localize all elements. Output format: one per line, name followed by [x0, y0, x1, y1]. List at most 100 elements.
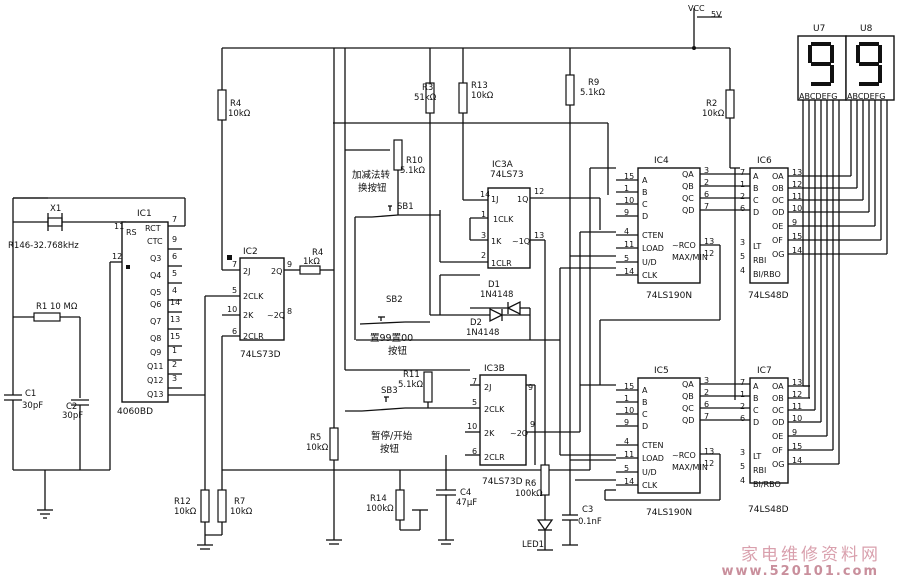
svg-text:3: 3: [481, 231, 486, 240]
bottom-components: R14 100kΩ C4 47μF R6 100kΩ LED1 C3 0.1nF: [366, 455, 602, 551]
svg-text:SB2: SB2: [386, 295, 403, 305]
svg-text:IC3B: IC3B: [484, 364, 505, 374]
svg-text:8: 8: [287, 307, 292, 316]
svg-text:Q7: Q7: [150, 317, 161, 326]
svg-text:74LS190N: 74LS190N: [646, 508, 692, 518]
ic6-pinnum: 5: [740, 252, 745, 261]
ic6-pin-A: A: [753, 172, 759, 181]
svg-text:1CLK: 1CLK: [493, 215, 514, 224]
crystal-ref: X1: [50, 204, 61, 214]
ic6-pinnum: 10: [792, 204, 802, 213]
svg-text:5: 5: [232, 286, 237, 295]
top-resistors: R3 51kΩ R13 10kΩ R9 5.1kΩ R2 10kΩ: [333, 74, 735, 515]
ic4-pinnum: 6: [704, 190, 709, 199]
ic7-pinnum: 6: [740, 414, 745, 423]
ic7-pin-B: B: [753, 394, 759, 403]
svg-text:按钮: 按钮: [388, 345, 408, 357]
ic4-pinnum: 13: [704, 237, 714, 246]
svg-text:R1: R1: [36, 302, 47, 312]
svg-text:置99置00: 置99置00: [370, 333, 413, 344]
svg-text:CTC: CTC: [147, 237, 163, 246]
svg-text:R7: R7: [234, 497, 245, 507]
svg-text:R14: R14: [370, 494, 387, 504]
svg-text:1K: 1K: [491, 237, 502, 246]
ic5-pinnum: 5: [624, 464, 629, 473]
svg-text:12: 12: [112, 252, 122, 261]
svg-text:10kΩ: 10kΩ: [306, 443, 329, 453]
svg-text:4060BD: 4060BD: [117, 407, 153, 417]
ic7-pinnum: 10: [792, 414, 802, 423]
ic4-74ls190n: IC4 74LS190N: [637, 156, 701, 301]
svg-text:51kΩ: 51kΩ: [414, 93, 437, 103]
svg-text:14: 14: [480, 190, 490, 199]
ic7-pin-OG: OG: [772, 460, 785, 469]
svg-text:Q3: Q3: [150, 254, 161, 263]
ic7-pin-OC: OC: [772, 406, 784, 415]
power-rail: VCC 5V: [221, 4, 731, 540]
ic6-pin-LT: LT: [753, 242, 761, 251]
svg-text:R10: R10: [406, 156, 423, 166]
svg-text:D1: D1: [488, 280, 500, 290]
svg-text:1: 1: [481, 210, 486, 219]
ic4-pinnum: 14: [624, 267, 634, 276]
svg-text:5.1kΩ: 5.1kΩ: [398, 380, 423, 390]
ic5-pinnum: 9: [624, 418, 629, 427]
ic7-pinnum: 9: [792, 428, 797, 437]
ic4-pin-U/D: U/D: [642, 258, 657, 267]
digit-u7: [808, 42, 834, 86]
svg-text:RS: RS: [126, 228, 137, 237]
ic4-pinnum: 15: [624, 172, 634, 181]
ic5-pin-QA: QA: [682, 380, 694, 389]
watermark-cn: 家电维修资料网: [741, 545, 881, 565]
svg-text:2J: 2J: [484, 383, 491, 392]
svg-text:D2: D2: [470, 318, 482, 328]
ic7-pinnum: 2: [740, 402, 745, 411]
svg-text:15: 15: [170, 332, 180, 341]
ic6-pin-OC: OC: [772, 196, 784, 205]
svg-text:IC7: IC7: [757, 366, 772, 376]
ic4-pinnum: 5: [624, 254, 629, 263]
svg-text:9: 9: [287, 260, 292, 269]
svg-text:Q13: Q13: [147, 390, 163, 399]
ic4-pin-C: C: [642, 200, 648, 209]
ic6-pin-OD: OD: [772, 208, 784, 217]
svg-text:2K: 2K: [484, 429, 495, 438]
ic6-pinnum: 1: [740, 180, 745, 189]
ic5-pin-LOAD: LOAD: [642, 454, 664, 463]
ic5-pinnum: 6: [704, 400, 709, 409]
ic5-pin-CLK: CLK: [642, 481, 658, 490]
buttons: 加减法转 换按钮 R10 5.1kΩ SB1 SB2 置99置00 按钮 R11…: [345, 139, 470, 455]
svg-text:11: 11: [114, 222, 124, 231]
ic5-pin-B: B: [642, 398, 648, 407]
ic4-pin-LOAD: LOAD: [642, 244, 664, 253]
svg-text:6: 6: [472, 447, 477, 456]
vcc-label: VCC: [688, 4, 705, 13]
ic5-pinnum: 3: [704, 376, 709, 385]
ic6-pin-OB: OB: [772, 184, 784, 193]
ic5-pin-D: D: [642, 422, 648, 431]
ic7-pin-D: D: [753, 418, 759, 427]
vcc-voltage: 5V: [711, 10, 722, 19]
svg-text:IC4: IC4: [654, 156, 669, 166]
ic4-pin-QB: QB: [682, 182, 694, 191]
svg-text:9: 9: [528, 383, 533, 392]
svg-text:~1Q: ~1Q: [512, 237, 530, 246]
ic5-pin-QC: QC: [682, 404, 694, 413]
ic6-pinnum: 2: [740, 192, 745, 201]
svg-text:74LS190N: 74LS190N: [646, 291, 692, 301]
svg-text:0.1nF: 0.1nF: [578, 517, 602, 527]
svg-text:ABCDEFG: ABCDEFG: [847, 92, 885, 101]
ic5-74ls190n: IC5 74LS190N: [637, 366, 701, 518]
ic4-pinnum: 10: [624, 196, 634, 205]
ic6-pinnum: 11: [792, 192, 802, 201]
ic6-pin-OF: OF: [772, 236, 783, 245]
svg-text:1Q: 1Q: [517, 195, 528, 204]
ic7-pinnum: 4: [740, 476, 745, 485]
svg-text:U8: U8: [860, 24, 873, 34]
svg-text:10kΩ: 10kΩ: [228, 109, 251, 119]
ic7-pin-OB: OB: [772, 394, 784, 403]
ic6-pin-D: D: [753, 208, 759, 217]
